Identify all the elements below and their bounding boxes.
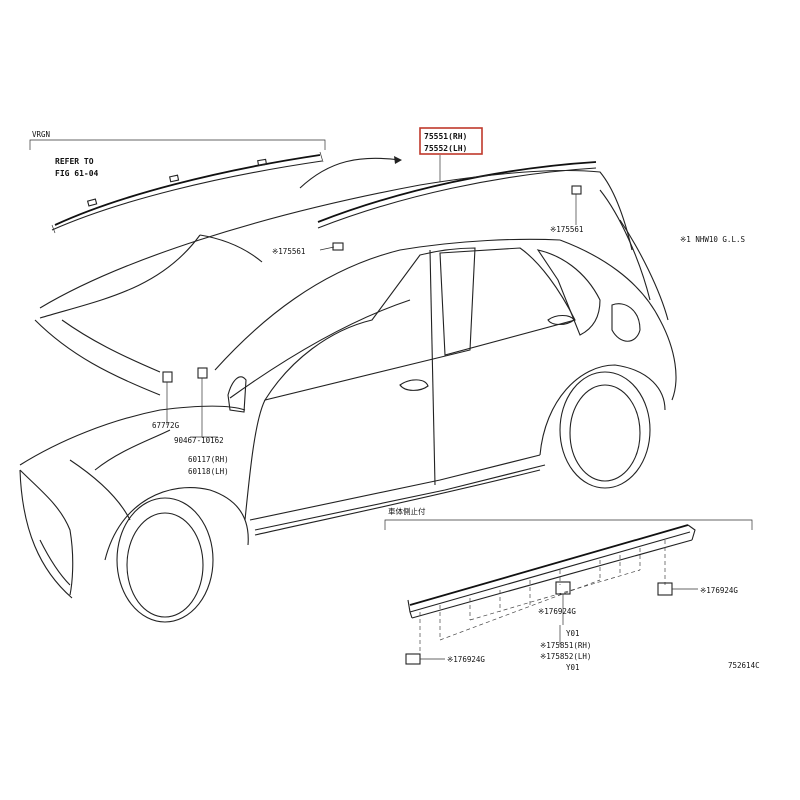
rocker-inset	[384, 519, 753, 665]
car-body	[19, 169, 677, 623]
part-75852-label: ※175852(LH)	[540, 652, 591, 661]
part-60118-label: 60118(LH)	[188, 467, 229, 476]
highlight-box	[419, 127, 483, 155]
clip-76924-left-label: ※176924G	[447, 655, 485, 664]
y01-label-b: Y01	[566, 663, 580, 672]
part-60117-label: 60117(RH)	[188, 455, 229, 464]
roof-molding	[317, 155, 597, 251]
clip-76924-middle-label: ※176924G	[538, 607, 576, 616]
side-note: ※1 NHW10 G.L.S	[680, 235, 745, 244]
part-75851-label: ※175851(RH)	[540, 641, 591, 650]
y01-label-a: Y01	[566, 629, 580, 638]
clip-right	[657, 582, 698, 596]
clip-middle	[555, 581, 571, 625]
clip-left	[405, 653, 445, 665]
part-75552-label: 75552(LH)	[424, 144, 467, 153]
clip-75561-left-label: ※175561	[272, 247, 305, 256]
clip-76924-right-label: ※176924G	[700, 586, 738, 595]
inset-title: 車体側止付	[388, 506, 426, 516]
refer-to-line2: FIG 61-04	[55, 169, 99, 178]
figure-code: 752614C	[728, 661, 760, 670]
part-90467-label: 90467-10162	[174, 436, 224, 445]
roof-rail-ref	[29, 139, 402, 234]
clip-75561-right-label: ※175561	[550, 225, 583, 234]
part-75551-label: 75551(RH)	[424, 132, 467, 141]
top-left-note: VRGN	[32, 130, 50, 139]
refer-to-line1: REFER TO	[55, 157, 94, 166]
part-67772-label: 67772G	[152, 421, 180, 430]
labels: VRGN REFER TO FIG 61-04 75551(RH) 75552(…	[32, 130, 760, 672]
